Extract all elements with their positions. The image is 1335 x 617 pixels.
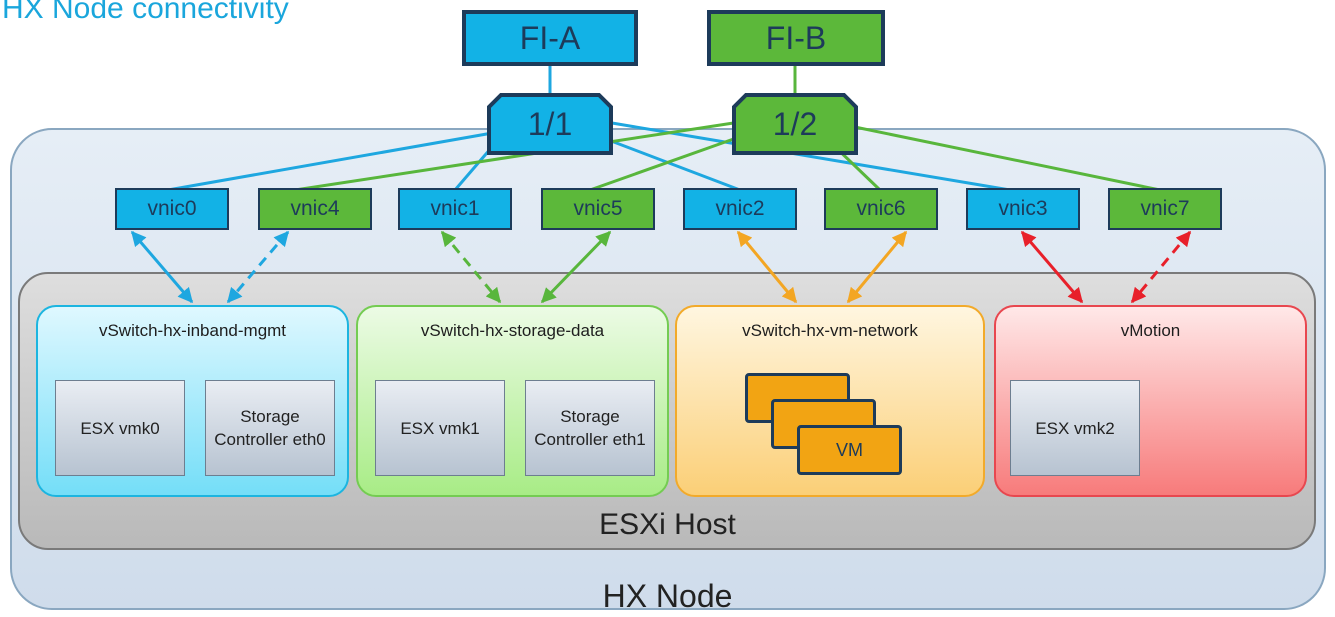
vnic5: vnic5: [541, 188, 655, 230]
link-port12-vnic7: [849, 124, 1161, 192]
vnic0: vnic0: [115, 188, 229, 230]
link-port12-vnic4: [294, 120, 741, 192]
esx-vmk2-box: ESX vmk2: [1010, 380, 1140, 476]
vnic7: vnic7: [1108, 188, 1222, 230]
port-1-1-shape: [487, 93, 613, 155]
link-port11-vnic0: [167, 130, 499, 192]
port-1-1-label: 1/1: [527, 105, 573, 142]
esx-vmk0-box: ESX vmk0: [55, 380, 185, 476]
arrow-vnic3-vmotion: [1020, 230, 1084, 304]
arrow-vnic6-vm: [846, 230, 908, 304]
arrow-vnic5-storage: [540, 230, 612, 304]
hx-node-label: HX Node: [602, 578, 733, 614]
link-port12-vnic5: [589, 134, 743, 192]
vnic3: vnic3: [966, 188, 1080, 230]
arrow-vnic4-mgmt: [226, 230, 290, 304]
vswitch-vmotion-name: vMotion: [1120, 321, 1181, 340]
port-1-2-shape: [732, 93, 858, 155]
vswitch-storage-data-name: vSwitch-hx-storage-data: [420, 321, 605, 340]
vnic1: vnic1: [398, 188, 512, 230]
vswitch-storage-data: vSwitch-hx-storage-data ESX vmk1 Storage…: [356, 305, 669, 497]
arrow-vnic1-storage: [440, 230, 502, 304]
storage-controller-eth0-box: Storage Controller eth0: [205, 380, 335, 476]
fabric-interconnect-a: FI-A: [462, 10, 638, 66]
storage-controller-eth1-box: Storage Controller eth1: [525, 380, 655, 476]
port-1-2-label: 1/2: [772, 105, 818, 142]
vnic4: vnic4: [258, 188, 372, 230]
esxi-host-label: ESXi Host: [599, 508, 736, 541]
esx-vmk1-box: ESX vmk1: [375, 380, 505, 476]
arrow-vnic2-vm: [736, 230, 798, 304]
diagram-title: HX Node connectivity: [2, 0, 289, 25]
vswitch-inband-mgmt-name: vSwitch-hx-inband-mgmt: [98, 321, 287, 340]
fabric-interconnect-b: FI-B: [707, 10, 885, 66]
vnic2: vnic2: [683, 188, 797, 230]
vnic6: vnic6: [824, 188, 938, 230]
vswitch-vm-network: vSwitch-hx-vm-network VM: [675, 305, 985, 497]
vm-icon: VM: [797, 425, 902, 475]
vswitch-inband-mgmt: vSwitch-hx-inband-mgmt ESX vmk0 Storage …: [36, 305, 349, 497]
arrow-vnic7-vmotion: [1130, 230, 1192, 304]
vswitch-vm-network-name: vSwitch-hx-vm-network: [742, 321, 918, 340]
arrow-vnic0-mgmt: [130, 230, 194, 304]
vswitch-vmotion: vMotion ESX vmk2: [994, 305, 1307, 497]
